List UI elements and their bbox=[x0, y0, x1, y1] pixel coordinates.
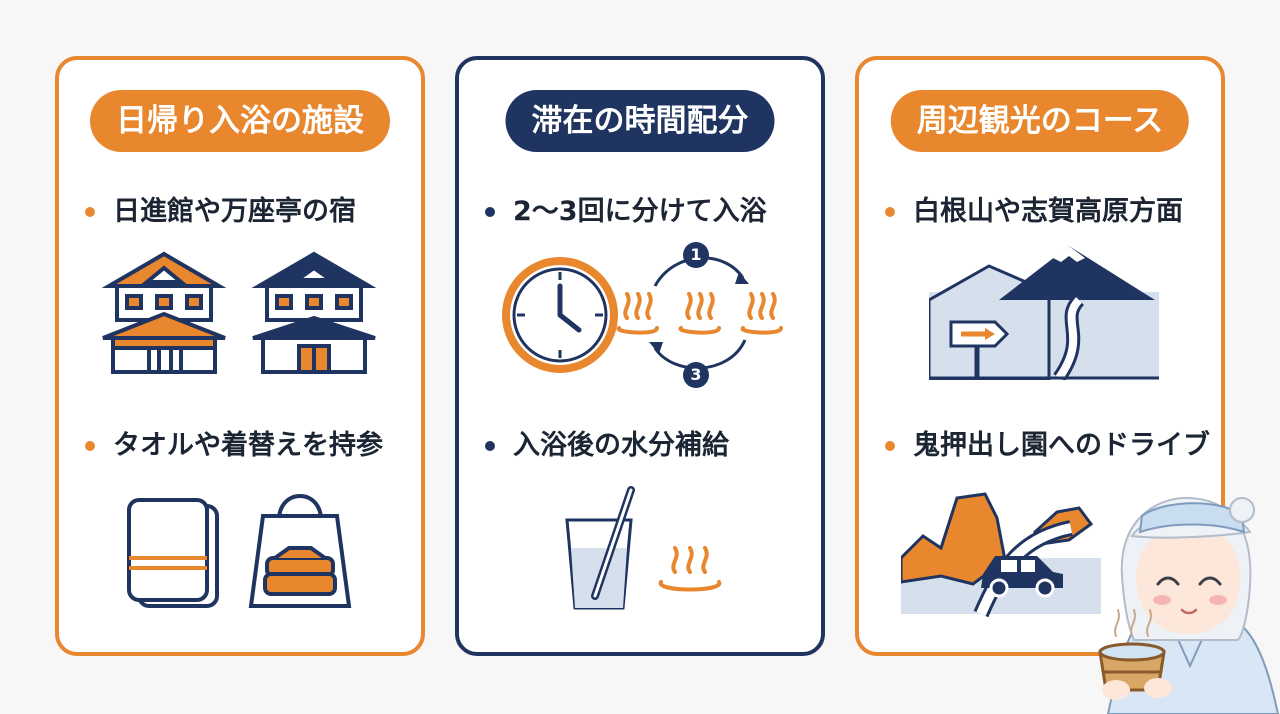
sightseeing-title: 周辺観光のコース bbox=[890, 90, 1190, 152]
bullet-inn-text: 日進館や万座亭の宿 bbox=[113, 196, 356, 227]
bullet-dot bbox=[85, 207, 95, 217]
bullet-drive: 鬼押出し園へのドライブ bbox=[885, 426, 1210, 466]
inn-building-icon bbox=[101, 251, 377, 374]
time-title: 滞在の時間配分 bbox=[505, 90, 775, 152]
bullet-dot bbox=[885, 207, 895, 217]
bullet-towel: タオルや着替えを持参 bbox=[85, 426, 383, 466]
bullet-inn: 日進館や万座亭の宿 bbox=[85, 192, 356, 232]
mountain-road-icon bbox=[929, 246, 1159, 380]
facility-title: 日帰り入浴の施設 bbox=[90, 90, 390, 152]
time-card: 滞在の時間配分 2〜3回に分けて入浴 1 3 bbox=[455, 56, 825, 656]
car-icon bbox=[981, 556, 1063, 598]
bullet-drive-text: 鬼押出し園へのドライブ bbox=[913, 430, 1210, 461]
bag-icon bbox=[248, 494, 352, 608]
bullet-hydration: 入浴後の水分補給 bbox=[485, 426, 729, 466]
bullet-bathing-text: 2〜3回に分けて入浴 bbox=[513, 196, 767, 227]
bullet-towel-text: タオルや着替えを持参 bbox=[113, 430, 383, 461]
towel-icon bbox=[127, 498, 219, 608]
water-glass-icon bbox=[565, 486, 635, 610]
bullet-dot bbox=[885, 441, 895, 451]
step-one-badge: 1 bbox=[683, 242, 709, 268]
bullet-dot bbox=[485, 207, 495, 217]
bullet-mountain-text: 白根山や志賀高原方面 bbox=[913, 196, 1183, 227]
facility-card: 日帰り入浴の施設 日進館や万座亭の宿 bbox=[55, 56, 425, 656]
bullet-bathing: 2〜3回に分けて入浴 bbox=[485, 192, 767, 232]
step-three-badge: 3 bbox=[683, 362, 709, 388]
onsen-icon bbox=[658, 546, 722, 592]
bullet-dot bbox=[85, 441, 95, 451]
onsen-icon bbox=[616, 292, 783, 335]
signpost-icon bbox=[949, 320, 1009, 380]
clock-icon bbox=[502, 257, 618, 373]
bullet-hydration-text: 入浴後の水分補給 bbox=[513, 430, 729, 461]
bullet-mountain: 白根山や志賀高原方面 bbox=[885, 192, 1183, 232]
bullet-dot bbox=[485, 441, 495, 451]
mascot-girl bbox=[1098, 496, 1280, 714]
